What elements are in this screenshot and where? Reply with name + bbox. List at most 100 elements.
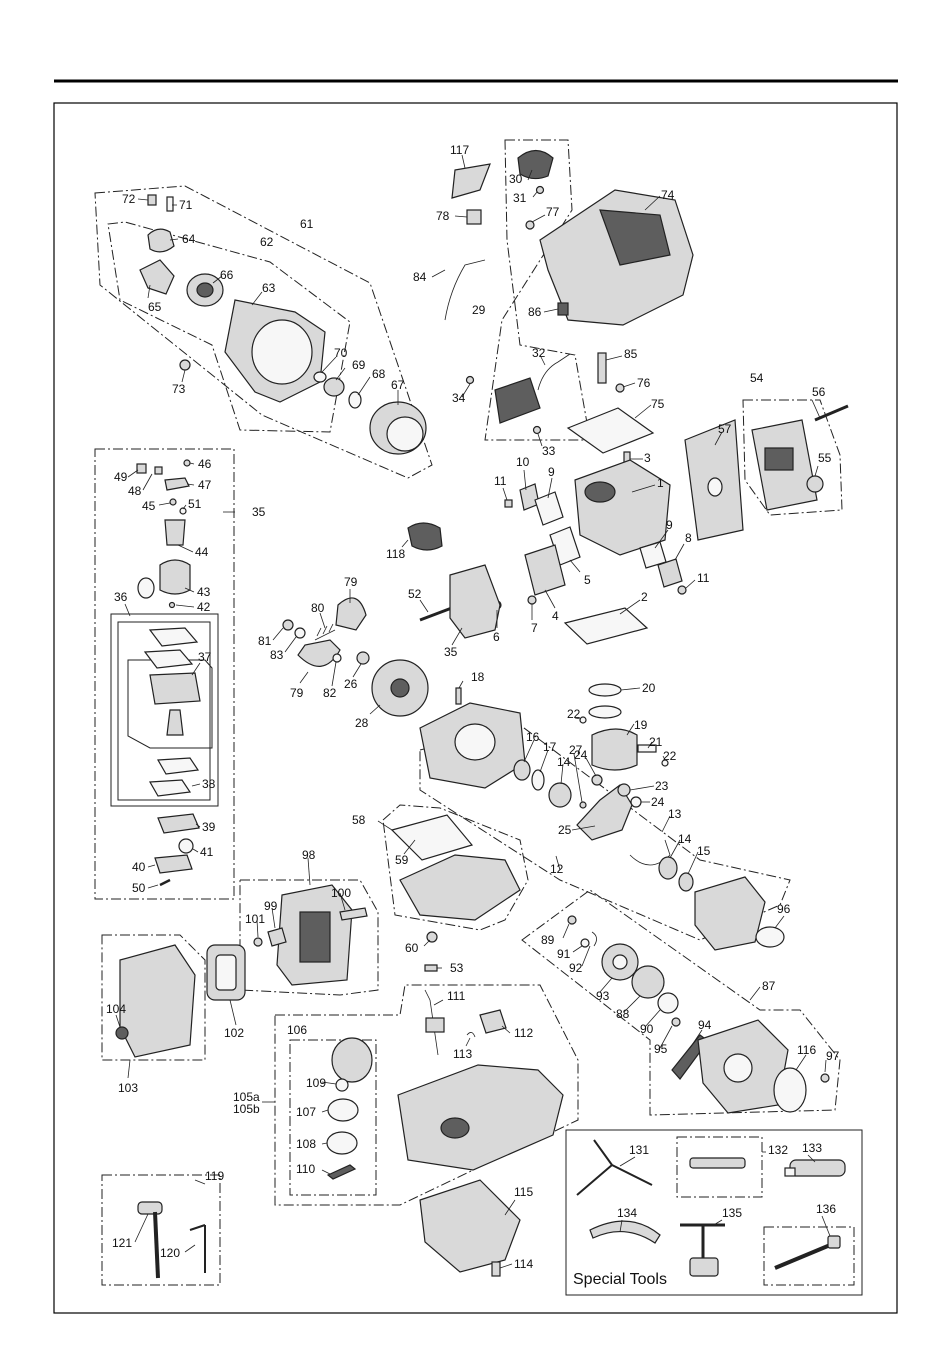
callout-5: 5 — [584, 573, 591, 587]
callout-95: 95 — [654, 1042, 668, 1056]
part-23-bearing — [617, 783, 631, 797]
part-36-diaphragm-a — [148, 627, 199, 647]
callout-35a: 35 — [252, 505, 266, 519]
part-49-nut — [136, 463, 147, 474]
part-20-ring-b — [588, 705, 622, 719]
callout-14a: 14 — [557, 755, 571, 769]
callout-38: 38 — [202, 777, 216, 791]
part-crankcase-bore — [454, 723, 496, 761]
callout-73: 73 — [172, 382, 186, 396]
part-90-pulley — [657, 992, 679, 1014]
callout-121: 121 — [112, 1236, 132, 1250]
part-109-vent — [335, 1078, 349, 1092]
callout-111: 111 — [447, 989, 466, 1003]
group-62-outline — [107, 221, 351, 433]
tool-135-base — [689, 1257, 719, 1277]
callout-4: 4 — [552, 609, 559, 623]
callout-29: 29 — [472, 303, 486, 317]
callout-27: 27 — [569, 743, 583, 757]
part-57-port — [707, 477, 723, 497]
part-101-screw — [253, 937, 263, 947]
callout-46: 46 — [198, 457, 212, 471]
part-79-clutch-shoe-b — [297, 639, 341, 667]
part-47-lever — [164, 477, 190, 491]
callout-57: 57 — [718, 422, 732, 436]
part-59-filter-pad — [390, 814, 474, 861]
callout-90: 90 — [640, 1022, 654, 1036]
part-104-knob — [115, 1026, 129, 1040]
part-15-seal — [678, 872, 694, 892]
callout-80: 80 — [311, 601, 325, 615]
callout-98: 98 — [302, 848, 316, 862]
part-82-washer — [332, 653, 342, 663]
tool-134-arc — [589, 1220, 661, 1244]
part-106-cap — [331, 1037, 373, 1083]
part-65-bracket — [139, 259, 175, 295]
callout-20: 20 — [642, 681, 656, 695]
callout-16: 16 — [526, 730, 540, 744]
callout-133: 133 — [802, 1141, 822, 1155]
callout-76: 76 — [637, 376, 651, 390]
tool-132-puller — [689, 1157, 746, 1169]
part-1-bore — [584, 481, 616, 503]
part-74-cover-fins — [599, 209, 671, 266]
callout-25: 25 — [558, 823, 572, 837]
callout-79a: 79 — [344, 575, 358, 589]
part-30-stop-switch — [517, 149, 554, 180]
callout-36: 36 — [114, 590, 128, 604]
group-87-outline — [521, 889, 841, 1116]
part-80-spring — [314, 623, 336, 641]
part-114-bolt — [491, 1261, 501, 1277]
callout-106: 106 — [287, 1023, 307, 1037]
callout-48: 48 — [128, 484, 142, 498]
part-100-lever — [339, 907, 368, 921]
callout-9a: 9 — [548, 465, 555, 479]
leader-lines — [115, 154, 831, 1269]
callout-110: 110 — [296, 1162, 315, 1176]
part-69-bearing — [323, 377, 345, 397]
part-19-piston — [591, 728, 638, 771]
callout-119: 119 — [205, 1169, 224, 1183]
callout-116: 116 — [797, 1043, 816, 1057]
diagram-frame — [53, 102, 898, 1314]
tool-135-t-handle — [680, 1223, 725, 1260]
part-11-screw-b — [677, 585, 687, 595]
callout-68: 68 — [372, 367, 386, 381]
callout-6: 6 — [493, 630, 500, 644]
callout-67: 67 — [391, 378, 405, 392]
part-77-screw — [525, 220, 535, 230]
part-121-box-wrench — [137, 1201, 163, 1215]
callout-97: 97 — [826, 1049, 840, 1063]
callout-42: 42 — [197, 600, 211, 614]
part-21-pin — [637, 744, 657, 753]
part-111-filter — [425, 1017, 445, 1033]
callout-30: 30 — [509, 172, 523, 186]
part-43-gasket — [137, 577, 155, 599]
callout-15: 15 — [697, 844, 711, 858]
part-92-pawl — [591, 931, 597, 947]
callout-112: 112 — [514, 1026, 533, 1040]
tool-133-tip — [784, 1167, 796, 1177]
part-14-bearing-b — [658, 856, 678, 880]
callout-107: 107 — [296, 1105, 316, 1119]
callout-115: 115 — [514, 1185, 533, 1199]
part-79-clutch-shoe-a — [335, 597, 367, 631]
callout-83: 83 — [270, 648, 284, 662]
callout-109: 109 — [306, 1076, 326, 1090]
group-61-outline — [94, 185, 433, 479]
part-120-hex-key — [189, 1224, 206, 1273]
callout-132: 132 — [768, 1143, 788, 1157]
callout-72: 72 — [122, 192, 136, 206]
callout-70: 70 — [334, 346, 348, 360]
callout-77: 77 — [546, 205, 560, 219]
part-86-grommet — [557, 302, 569, 316]
callout-94: 94 — [698, 1018, 712, 1032]
callout-104: 104 — [106, 1002, 126, 1016]
callout-50: 50 — [132, 881, 146, 895]
part-98-filter-grille — [299, 911, 331, 963]
part-113-grommet — [466, 1032, 476, 1038]
part-11-screw-a — [504, 499, 513, 508]
part-118-cover — [407, 522, 443, 551]
callout-26: 26 — [344, 677, 358, 691]
callout-44: 44 — [195, 545, 209, 559]
